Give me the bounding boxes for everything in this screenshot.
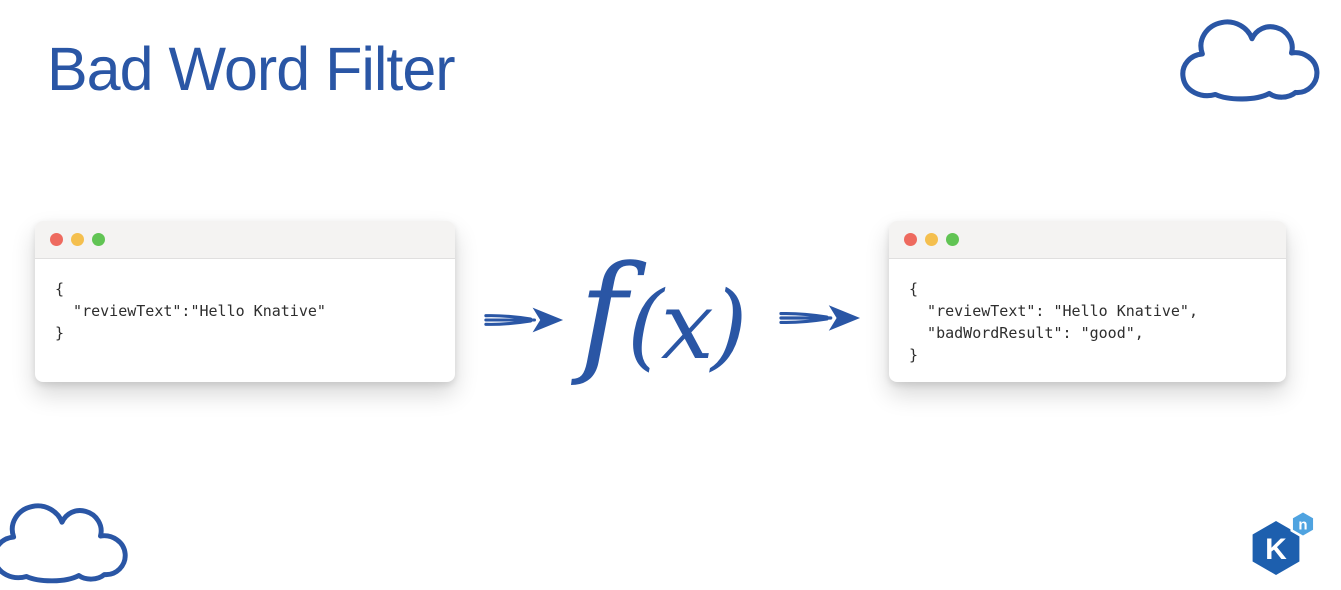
json-payload-output: { "reviewText": "Hello Knative", "badWor… [889, 259, 1286, 366]
function-args: (x) [627, 272, 747, 381]
knative-small-hexagon-icon [1290, 509, 1316, 539]
arrow-right-icon [779, 305, 861, 331]
traffic-light-close-icon [904, 233, 917, 246]
traffic-light-close-icon [50, 233, 63, 246]
function-symbol: f (x) [579, 237, 747, 389]
function-f: f [579, 237, 628, 389]
code-line: { [55, 280, 65, 298]
knative-logo-letter: K [1265, 533, 1287, 566]
code-line: "reviewText":"Hello Knative" [55, 302, 326, 320]
traffic-light-minimize-icon [925, 233, 938, 246]
code-window-output: { "reviewText": "Hello Knative", "badWor… [889, 221, 1286, 382]
traffic-light-minimize-icon [71, 233, 84, 246]
code-line: "reviewText": "Hello Knative", [909, 302, 1198, 320]
code-line: "badWordResult": "good", [909, 324, 1144, 342]
window-titlebar [889, 221, 1286, 259]
knative-logo: K n [1246, 509, 1328, 580]
cloud-icon [0, 503, 128, 584]
knative-hexagon-icon [1252, 521, 1300, 575]
traffic-light-maximize-icon [92, 233, 105, 246]
code-line: { [909, 280, 919, 298]
json-payload-input: { "reviewText":"Hello Knative"} [35, 259, 455, 344]
code-window-input: { "reviewText":"Hello Knative"} [35, 221, 455, 382]
traffic-light-maximize-icon [946, 233, 959, 246]
arrow-right-icon [484, 307, 564, 333]
code-line: } [909, 346, 919, 364]
slide-title: Bad Word Filter [47, 35, 456, 103]
window-titlebar [35, 221, 455, 259]
knative-logo-superscript: n [1298, 517, 1307, 534]
cloud-icon [1180, 19, 1320, 102]
code-line: } [55, 324, 65, 342]
